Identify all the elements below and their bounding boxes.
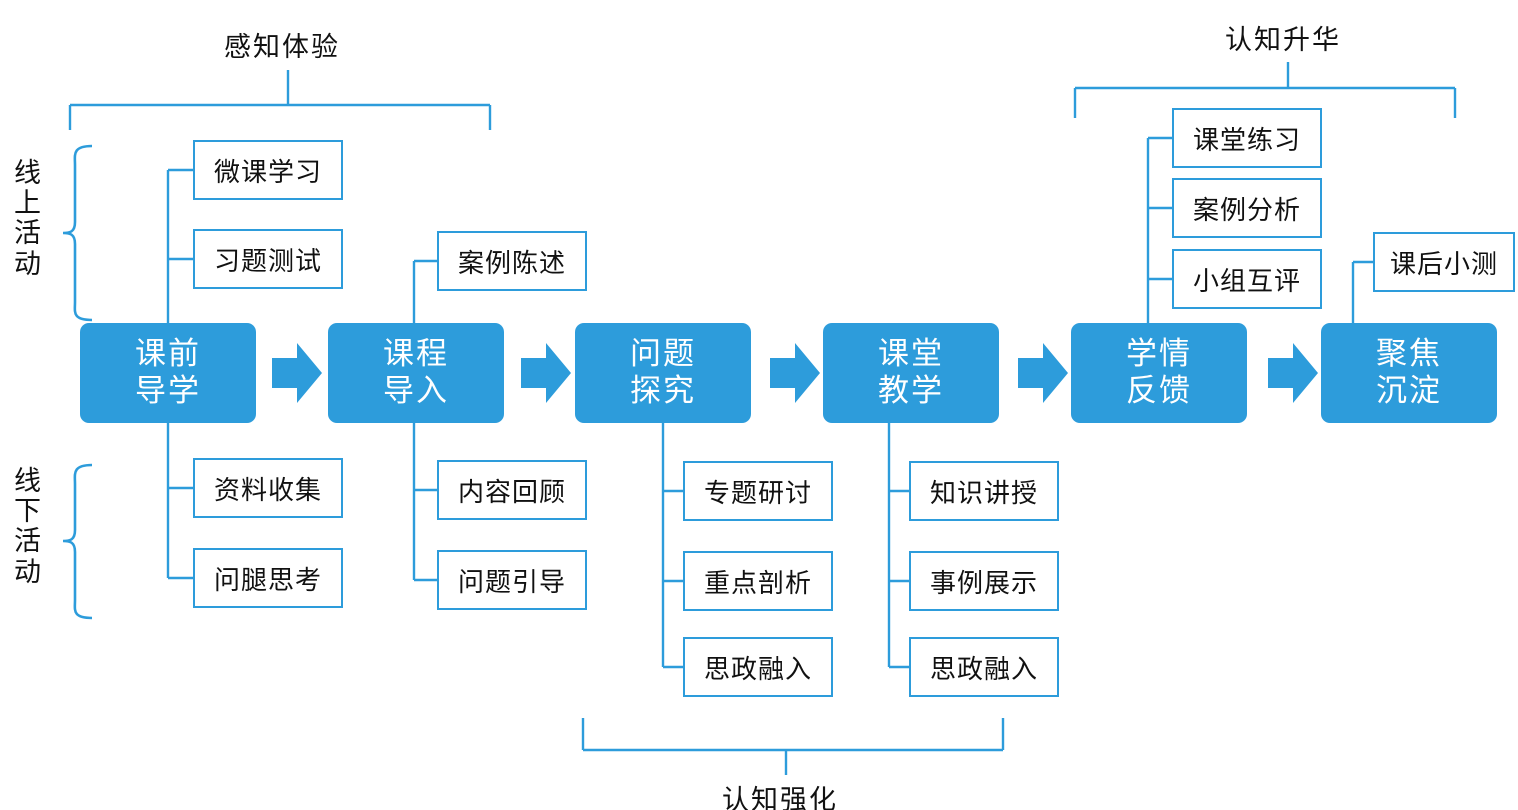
activity-box-ketang-lianxi[interactable]: 课堂练习 xyxy=(1172,108,1322,168)
stage-box-kcdr-line1: 课程 xyxy=(383,336,449,372)
activity-box-ziliao-shouji[interactable]: 资料收集 xyxy=(193,458,343,518)
stage-box-wttj-line1: 问题 xyxy=(630,336,696,372)
side-label-offline-c4: 动 xyxy=(14,556,42,587)
stage-box-kqdx-line1: 课前 xyxy=(135,336,201,372)
stage-box-ktjx[interactable]: 课堂 教学 xyxy=(823,323,999,423)
stage-box-kcdr-line2: 导入 xyxy=(383,373,449,408)
side-label-online: 线 上 活 动 xyxy=(8,158,48,279)
activity-box-anli-chenshu[interactable]: 案例陈述 xyxy=(437,231,587,291)
group-label-top-right: 认知升华 xyxy=(1225,25,1341,55)
activity-box-kehou-xiaoce[interactable]: 课后小测 xyxy=(1373,232,1515,292)
side-label-offline-c1: 线 xyxy=(14,466,42,496)
group-label-bottom-center: 认知强化 xyxy=(722,785,838,810)
activity-box-xiti-ceshi[interactable]: 习题测试 xyxy=(193,229,343,289)
activity-box-weike-xuexi[interactable]: 微课学习 xyxy=(193,140,343,200)
activity-box-sizheng-rongru-stage4[interactable]: 思政融入 xyxy=(909,637,1059,697)
stage-box-ktjx-line1: 课堂 xyxy=(878,336,944,372)
side-label-offline-c3: 活 xyxy=(14,526,42,557)
activity-box-zhuanti-yantao[interactable]: 专题研讨 xyxy=(683,461,833,521)
stage-box-wttj-line2: 探究 xyxy=(630,373,696,408)
stage-box-jjcd-line1: 聚焦 xyxy=(1376,336,1442,372)
stage-box-ktjx-line2: 教学 xyxy=(878,373,944,408)
activity-box-shili-zhanshi[interactable]: 事例展示 xyxy=(909,551,1059,611)
stage-box-kcdr[interactable]: 课程 导入 xyxy=(328,323,504,423)
stage-box-kqdx[interactable]: 课前 导学 xyxy=(80,323,256,423)
stage-box-kqdx-line2: 导学 xyxy=(135,373,201,408)
stage-box-xqfk-line2: 反馈 xyxy=(1126,373,1192,408)
activity-box-xiaozu-huping[interactable]: 小组互评 xyxy=(1172,249,1322,309)
stage-box-xqfk-line1: 学情 xyxy=(1126,336,1192,372)
stage-box-wttj[interactable]: 问题 探究 xyxy=(575,323,751,423)
side-label-online-c1: 线 xyxy=(14,158,42,188)
stage-box-jjcd[interactable]: 聚焦 沉淀 xyxy=(1321,323,1497,423)
activity-box-zhishi-jiangshou[interactable]: 知识讲授 xyxy=(909,461,1059,521)
side-label-offline-c2: 下 xyxy=(14,496,42,527)
activity-box-sizheng-rongru-stage3[interactable]: 思政融入 xyxy=(683,637,833,697)
activity-box-wenti-yindao[interactable]: 问题引导 xyxy=(437,550,587,610)
side-label-online-c4: 动 xyxy=(14,248,42,279)
side-label-offline: 线 下 活 动 xyxy=(8,466,48,587)
stage-box-jjcd-line2: 沉淀 xyxy=(1376,373,1442,408)
activity-box-wentui-sikao[interactable]: 问腿思考 xyxy=(193,548,343,608)
group-label-top-left: 感知体验 xyxy=(224,32,340,62)
activity-box-zhongdian-pouxi[interactable]: 重点剖析 xyxy=(683,551,833,611)
side-label-online-c2: 上 xyxy=(14,188,42,219)
stage-box-xqfk[interactable]: 学情 反馈 xyxy=(1071,323,1247,423)
activity-box-neirong-huigu[interactable]: 内容回顾 xyxy=(437,460,587,520)
activity-box-anli-fenxi[interactable]: 案例分析 xyxy=(1172,178,1322,238)
side-label-online-c3: 活 xyxy=(14,218,42,249)
